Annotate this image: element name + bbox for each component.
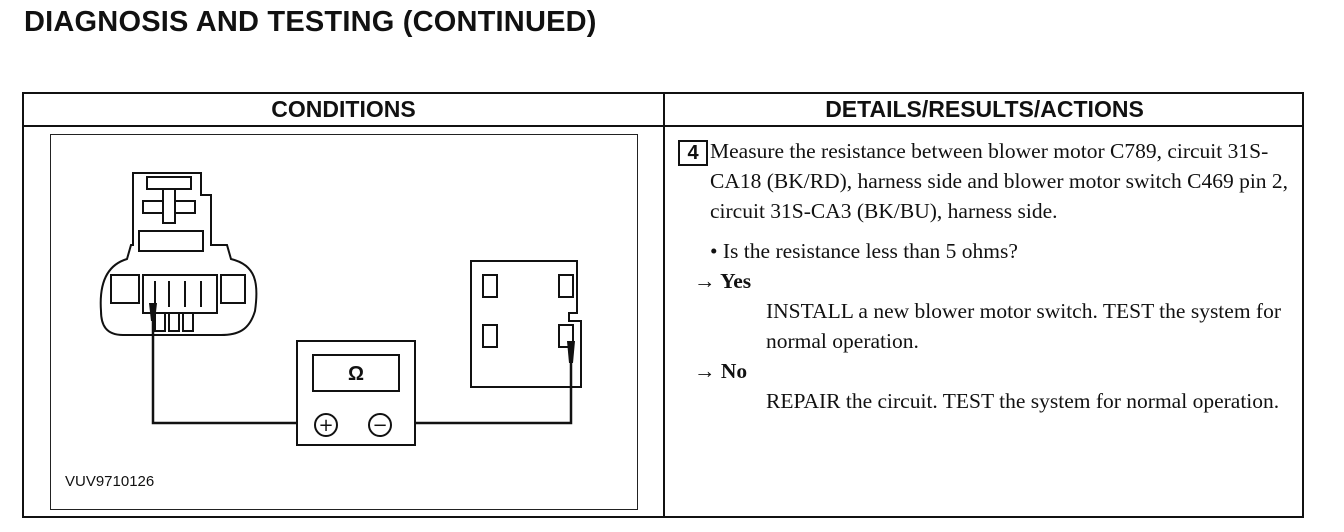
- ohmmeter: Ω + −: [296, 340, 416, 446]
- blower-motor-connector: [99, 172, 258, 336]
- page-title: DIAGNOSIS AND TESTING (CONTINUED): [24, 6, 597, 38]
- ohm-symbol: Ω: [348, 363, 364, 385]
- meter-display: [312, 354, 400, 392]
- minus-sign: −: [372, 415, 387, 436]
- step-instruction: Measure the resistance between blower mo…: [710, 139, 1289, 223]
- answer-no-action: REPAIR the circuit. TEST the system for …: [766, 389, 1280, 413]
- blower-motor-switch-connector: [470, 260, 582, 388]
- figure-id: VUV9710126: [65, 473, 155, 490]
- answer-yes-action: INSTALL a new blower motor switch. TEST …: [766, 299, 1281, 353]
- test-figure: Ω + − VUV9710126: [50, 134, 638, 510]
- wiring-diagram: Ω + −: [99, 172, 582, 446]
- positive-terminal-icon: [314, 413, 338, 437]
- answer-no-label: → No: [694, 359, 748, 383]
- test-leads: [149, 303, 575, 425]
- negative-terminal-icon: [368, 413, 392, 437]
- step-question: • Is the resistance less than 5 ohms?: [710, 239, 1018, 263]
- details-header: DETAILS/RESULTS/ACTIONS: [825, 96, 1144, 122]
- diagnosis-table: CONDITIONS DETAILS/RESULTS/ACTIONS: [22, 92, 1304, 518]
- conditions-header: CONDITIONS: [271, 96, 416, 122]
- step-number-badge: 4: [678, 140, 708, 166]
- step-details: 4 Measure the resistance between blower …: [678, 136, 1298, 416]
- plus-sign: +: [318, 415, 333, 436]
- answer-yes-label: → Yes: [694, 269, 752, 293]
- column-divider: [663, 94, 665, 516]
